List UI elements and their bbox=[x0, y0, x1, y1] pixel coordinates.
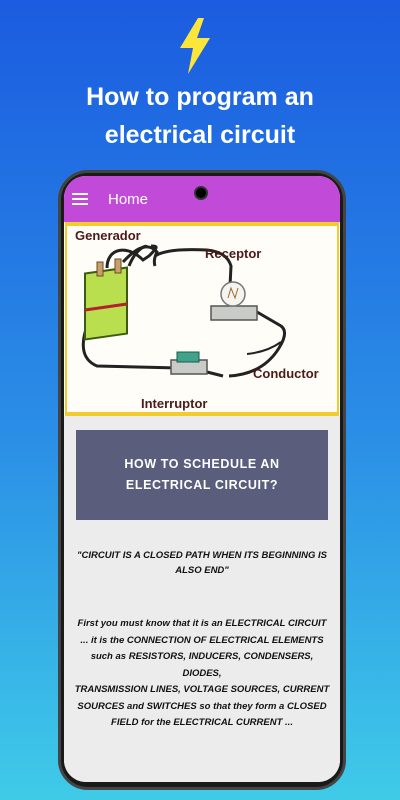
headline-line-2: electrical circuit bbox=[104, 121, 296, 149]
paragraph-line-4: TRANSMISSION LINES, VOLTAGE SOURCES, CUR… bbox=[74, 684, 330, 695]
banner-line-2: ELECTRICAL CIRCUIT? bbox=[125, 478, 279, 492]
banner-line-1: HOW TO SCHEDULE AN bbox=[124, 457, 280, 471]
article-content: HOW TO SCHEDULE AN ELECTRICAL CIRCUIT? "… bbox=[64, 416, 340, 782]
phone-screen: Home bbox=[64, 176, 340, 782]
lightning-bolt-icon bbox=[180, 18, 210, 74]
paragraph-line-6: FIELD for the ELECTRICAL CURRENT ... bbox=[111, 717, 293, 728]
definition-quote: "CIRCUIT IS A CLOSED PATH WHEN ITS BEGIN… bbox=[64, 548, 340, 578]
receptor-bulb bbox=[210, 281, 258, 321]
circuit-diagram-drawing bbox=[81, 244, 286, 378]
interruptor-switch bbox=[170, 351, 208, 375]
front-camera bbox=[194, 186, 208, 200]
generator-battery bbox=[84, 258, 128, 341]
paragraph-line-5: SOURCES and SWITCHES so that they form a… bbox=[77, 700, 327, 712]
paragraph-line-3: such as RESISTORS, INDUCERS, CONDENSERS,… bbox=[90, 651, 314, 679]
circuit-diagram: Generador Receptor Conductor Interruptor bbox=[65, 222, 339, 416]
paragraph-line-2: ... it is the CONNECTION OF ELECTRICAL E… bbox=[80, 634, 324, 646]
quote-line-2: ALSO END" bbox=[175, 565, 229, 576]
intro-paragraph: First you must know that it is an ELECTR… bbox=[64, 616, 340, 732]
quote-line-1: "CIRCUIT IS A CLOSED PATH WHEN ITS BEGIN… bbox=[77, 550, 327, 561]
label-conductor: Conductor bbox=[253, 366, 319, 381]
section-banner: HOW TO SCHEDULE AN ELECTRICAL CIRCUIT? bbox=[76, 430, 328, 520]
label-interruptor: Interruptor bbox=[141, 396, 208, 411]
paragraph-line-1: First you must know that it is an ELECTR… bbox=[77, 618, 327, 629]
page-headline: How to program an electrical circuit bbox=[0, 78, 400, 154]
label-generador: Generador bbox=[75, 228, 141, 243]
headline-line-1: How to program an bbox=[86, 83, 314, 111]
app-bar-title: Home bbox=[108, 190, 149, 208]
label-receptor: Receptor bbox=[205, 246, 262, 261]
hamburger-menu-icon[interactable] bbox=[72, 193, 88, 205]
